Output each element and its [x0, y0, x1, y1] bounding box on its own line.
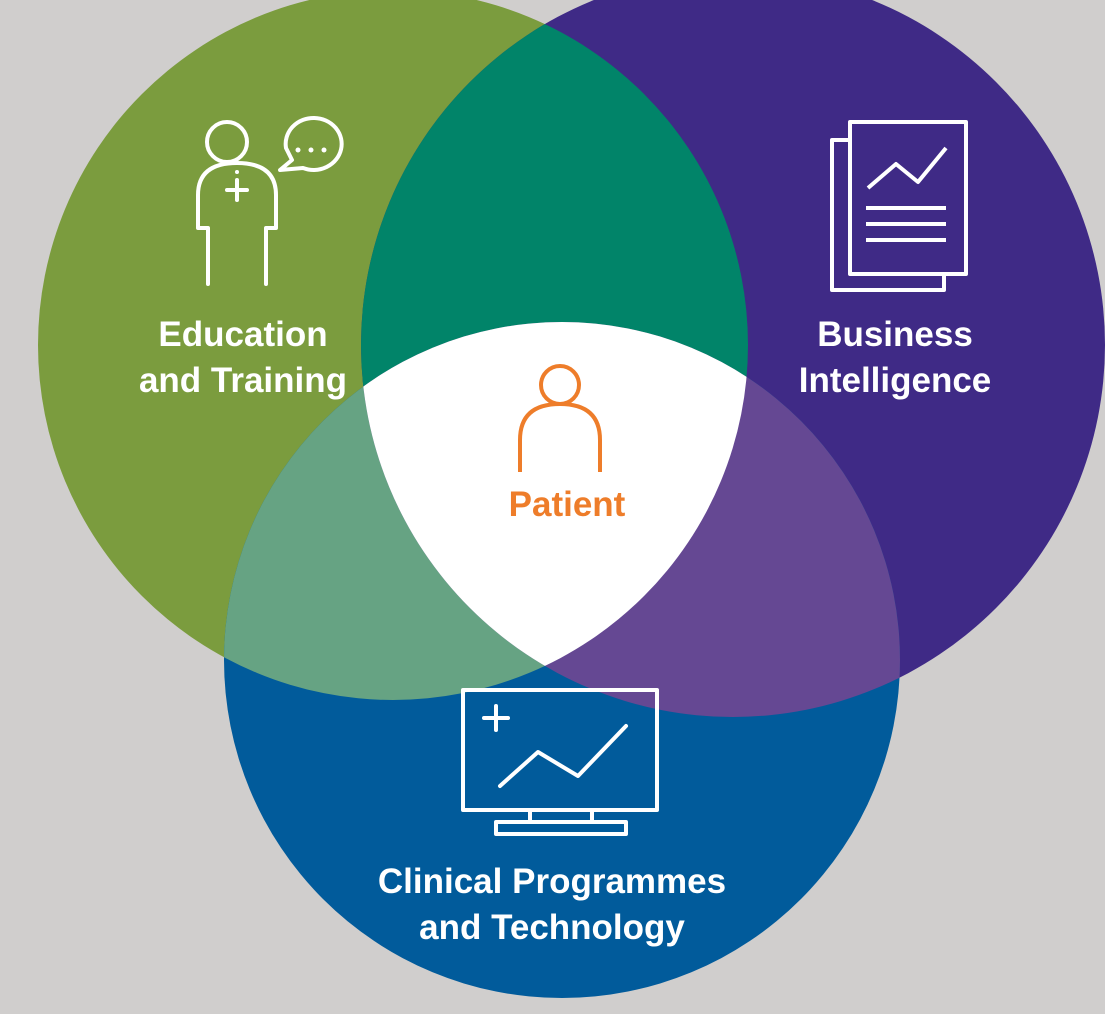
label-education-line-2: and Training — [138, 360, 348, 400]
label-clinical: Clinical Programmes and Technology — [340, 859, 764, 950]
label-business-line-1: Business — [817, 315, 973, 354]
label-clinical-line-1: Clinical Programmes — [377, 862, 727, 901]
label-patient: Patient — [470, 482, 664, 528]
person-speech-bubble-icon — [196, 115, 344, 286]
label-education-line-1: Education — [158, 315, 328, 354]
label-patient-text: Patient — [508, 485, 626, 524]
person-icon — [518, 364, 602, 472]
label-business-line-2: Intelligence — [798, 360, 992, 400]
report-document-chart-icon — [830, 120, 968, 292]
label-clinical-line-2: and Technology — [419, 907, 685, 947]
label-education: Education and Training — [107, 312, 379, 403]
label-business: Business Intelligence — [770, 312, 1020, 403]
monitor-chart-icon — [461, 688, 659, 836]
